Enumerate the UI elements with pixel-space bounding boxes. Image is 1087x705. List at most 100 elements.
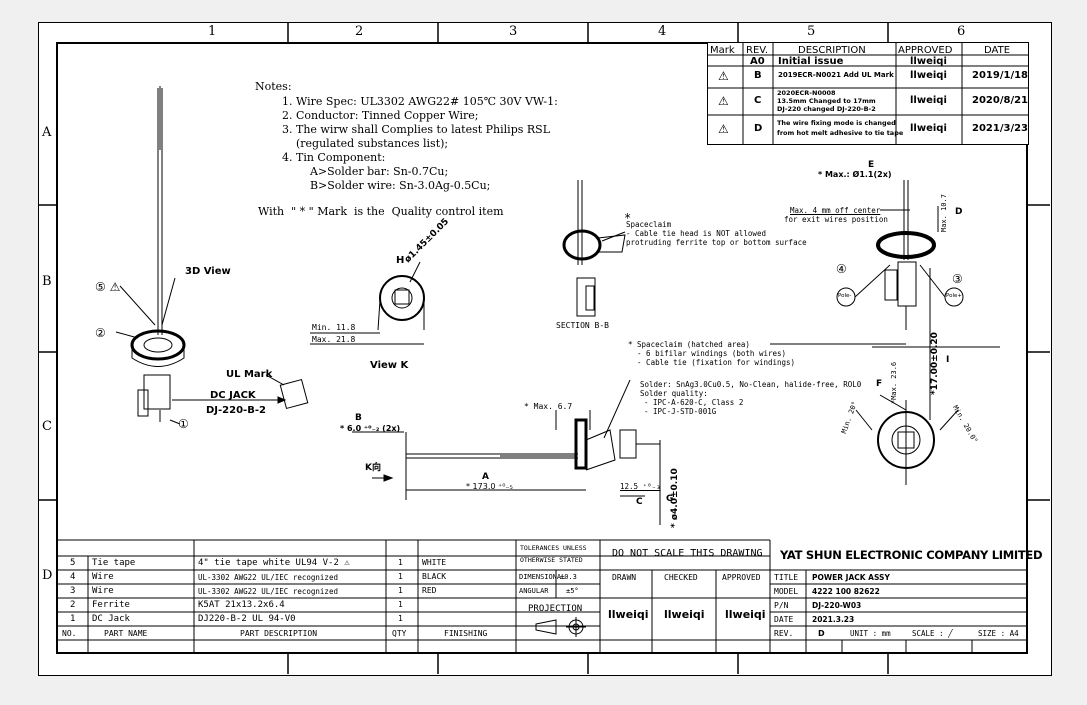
notes-line-2: 2. Conductor: Tinned Copper Wire; (282, 109, 479, 122)
bom-row-3-no: 3 (70, 586, 76, 596)
label-dc-jack-model: DJ-220-B-2 (206, 405, 266, 416)
bom-header-desc: PART DESCRIPTION (240, 629, 318, 638)
rev-row-d-date: 2021/3/23 (972, 123, 1029, 134)
date-label: DATE (774, 615, 794, 624)
rev-header-desc: DESCRIPTION (798, 45, 866, 56)
zone-row-b: B (42, 274, 52, 289)
zone-row-a: A (42, 125, 52, 140)
bom-row-2-desc: K5AT 21x13.2x6.4 (198, 600, 285, 610)
tol-ang-label: ANGULAR (519, 587, 549, 595)
bom-row-5-desc: 4" tie tape white UL94 V-2 ⚠ (198, 558, 350, 568)
tol-projection: PROJECTION (528, 604, 583, 614)
bom-row-4-finish: BLACK (422, 572, 447, 581)
notes-line-5: 4. Tin Component: (282, 151, 386, 164)
label-h: H (396, 255, 405, 266)
label-spaceclaim-title: Spaceclaim (626, 220, 672, 229)
date-value: 2021.3.23 (812, 615, 855, 624)
label-b-dim: * 6.0 ⁺⁰₋₂ (2x) (340, 424, 401, 433)
rev-row-b-rev: B (754, 70, 762, 81)
label-dc-jack: DC JACK (210, 390, 256, 401)
rev-row-b-date: 2019/1/18 (972, 70, 1029, 81)
rev-row-c-mark: ⚠ (718, 94, 729, 108)
bom-row-3-name: Wire (92, 586, 114, 596)
bom-row-4-name: Wire (92, 572, 114, 582)
bom-row-2-name: Ferrite (92, 600, 130, 610)
zone-col-1: 1 (208, 24, 217, 39)
bom-row-1-desc: DJ220-B-2 UL 94-V0 (198, 614, 296, 624)
callout-4: ④ (836, 262, 847, 276)
rev-row-a0-rev: A0 (750, 56, 765, 67)
label-min-11-8: Min. 11.8 (312, 323, 356, 332)
label-b: B (355, 413, 362, 423)
zone-col-4: 4 (658, 24, 667, 39)
rev-header-mark: Mark (710, 45, 735, 56)
rev-row-c-date: 2020/8/21 (972, 95, 1029, 106)
bom-row-2-no: 2 (70, 600, 76, 610)
rev-row-a0-approved: llweiqi (910, 56, 947, 67)
label-e-dim: * Max.: Ø1.1(2x) (818, 170, 892, 179)
rev-label: REV. (774, 629, 794, 638)
rev-row-c-approved: llweiqi (910, 95, 947, 106)
bom-header-no: NO. (62, 629, 77, 638)
rev-row-b-mark: ⚠ (718, 69, 729, 83)
notes-line-6: A>Solder bar: Sn-0.7Cu; (282, 165, 449, 178)
label-i-dim: *17.00±0.20 (930, 332, 940, 395)
label-k-direction: K向 (365, 463, 381, 473)
rev-row-d-desc2: from hot melt adhesive to tie tape (777, 129, 904, 137)
zone-row-d: D (42, 568, 53, 583)
label-max-6-7: * Max. 6.7 (524, 402, 573, 411)
rev-row-d-rev: D (754, 123, 763, 134)
bom-header-name: PART NAME (104, 629, 148, 638)
rev-row-b-approved: llweiqi (910, 70, 947, 81)
pn-label: P/N (774, 601, 789, 610)
label-solder-1: Solder: SnAg3.0Cu0.5, No-Clean, halide-f… (640, 380, 862, 389)
title-value: POWER JACK ASSY (812, 573, 890, 582)
revision-table (707, 42, 1029, 145)
zone-col-3: 3 (509, 24, 518, 39)
label-max-4mm: Max. 4 mm off center (790, 206, 881, 215)
label-pole-plus: Pole+ (946, 293, 963, 299)
label-spaceclaim-line1: - Cable tie head is NOT allowed (626, 229, 766, 238)
label-e: E (868, 160, 875, 170)
title-label: TITLE (774, 573, 799, 582)
label-spc-1: * Spaceclaim (hatched area) (628, 340, 750, 349)
label-spc-2: - 6 bifilar windings (both wires) (628, 349, 787, 358)
rev-row-c-desc2: 13.5mm Changed to 17mm (777, 97, 876, 105)
label-solder-4: - IPC-J-STD-001G (644, 407, 717, 416)
rev-row-c-rev: C (754, 95, 762, 106)
rev-header-approved: APPROVED (898, 45, 953, 56)
size-value: SIZE : A4 (978, 629, 1019, 638)
rev-value: D (818, 629, 825, 638)
label-solder-3: - IPC-A-620-C, Class 2 (644, 398, 744, 407)
pn-value: DJ-220-W03 (812, 601, 862, 610)
signoff-approved-by: llweiqi (725, 608, 766, 621)
scale-value: SCALE : ╱ (912, 629, 953, 638)
bom-row-4-no: 4 (70, 572, 76, 582)
label-12-5: 12.5 ⁺⁰₋₃ (620, 482, 661, 491)
label-max-10-7: Max. 10.7 (940, 194, 948, 232)
rev-row-c-desc1: 2020ECR-N0008 (777, 89, 836, 97)
label-f-dim: *Max. 23.6 (890, 361, 898, 404)
model-value: 4222 100 82622 (812, 587, 880, 596)
bom-row-1-no: 1 (70, 614, 76, 624)
label-d: D (955, 207, 963, 217)
label-ul-mark: UL Mark (226, 369, 273, 380)
callout-3: ③ (952, 272, 963, 286)
label-max-21-8: Max. 21.8 (312, 335, 356, 344)
rev-row-d-mark: ⚠ (718, 122, 729, 136)
tol-dim-value: ±0.3 (560, 573, 577, 581)
zone-col-5: 5 (807, 24, 816, 39)
rev-row-c-desc3: DJ-220 changed DJ-220-B-2 (777, 105, 876, 113)
callout-2: ② (95, 326, 106, 340)
unit-value: UNIT : mm (850, 629, 891, 638)
bom-row-5-finish: WHITE (422, 558, 447, 567)
signoff-approved-label: APPROVED (722, 573, 761, 582)
label-a: A (482, 472, 489, 482)
label-spaceclaim-star: * (624, 211, 632, 225)
label-a-dim: * 173.0 ⁺⁰₋₅ (466, 482, 513, 491)
label-i: I (946, 355, 950, 365)
bom-row-5-name: Tie tape (92, 558, 136, 568)
model-label: MODEL (774, 587, 799, 596)
label-spaceclaim-line2: protruding ferrite top or bottom surface (626, 238, 807, 247)
zone-row-c: C (42, 419, 52, 434)
